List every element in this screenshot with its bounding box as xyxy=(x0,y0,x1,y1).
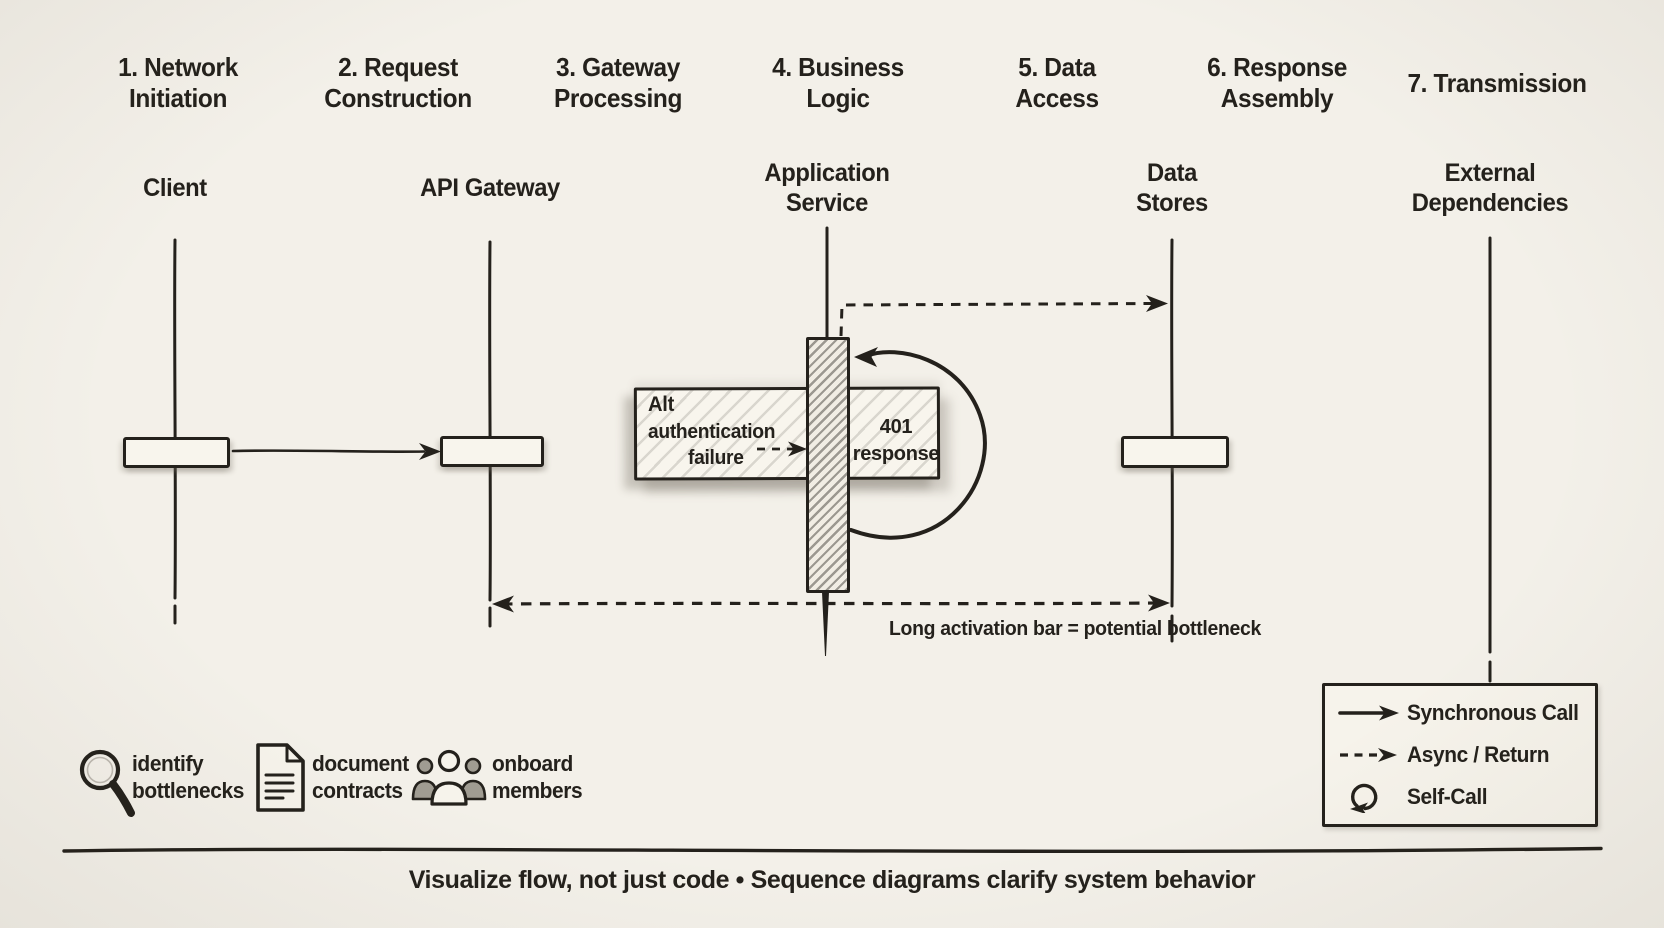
participant-label-external-dependencies: External Dependencies xyxy=(1381,152,1600,224)
legend-row-async: Async / Return xyxy=(1337,735,1587,775)
alt-response-line1: 401 xyxy=(879,416,913,438)
participant-api-gateway-line1: API Gateway xyxy=(420,174,560,202)
bottleneck-note: Long activation bar = potential bottlene… xyxy=(888,618,1262,640)
action-onboard-line1: onboard xyxy=(492,751,573,776)
legend-box: Synchronous Call Async / Return Self-Cal… xyxy=(1322,683,1598,827)
phase-5-line1: 5. Data xyxy=(1018,52,1096,82)
participant-external-dependencies-line2: Dependencies xyxy=(1411,189,1569,217)
participant-data-stores-line1: Data xyxy=(1147,159,1197,187)
api-gateway-activation-bar xyxy=(440,436,544,467)
phase-6-line1: 6. Response xyxy=(1207,52,1347,82)
alt-condition-line2: failure xyxy=(688,447,744,469)
sync-call-arrow-line xyxy=(231,449,426,454)
phase-header-7: 7. Transmission xyxy=(1389,50,1605,116)
action-label-identify-bottlenecks: identify bottlenecks xyxy=(132,750,244,804)
return-span-arrow-line xyxy=(501,601,1161,606)
action-identify-line2: bottlenecks xyxy=(132,778,244,803)
phase-2-line2: Construction xyxy=(324,83,472,113)
phase-7-line1: 7. Transmission xyxy=(1407,67,1587,98)
footer-caption: Visualize flow, not just code • Sequence… xyxy=(408,866,1256,894)
alt-response-label: 401 response xyxy=(850,414,942,468)
participant-label-application-service: Application Service xyxy=(718,152,937,224)
people-icon xyxy=(410,747,490,814)
async-call-arrow-line xyxy=(839,302,1155,337)
return-span-arrowhead-right xyxy=(1148,594,1170,612)
participant-application-service-line2: Service xyxy=(786,189,868,217)
alt-response-line2: response xyxy=(852,443,940,465)
participant-application-service-line1: Application xyxy=(764,159,890,187)
participant-label-api-gateway: API Gateway xyxy=(381,152,600,224)
phase-3-line2: Processing xyxy=(553,83,682,113)
async-call-arrowhead xyxy=(1146,295,1168,312)
participant-label-data-stores: Data Stores xyxy=(1063,152,1282,224)
phase-6-line2: Assembly xyxy=(1220,83,1334,113)
participant-client-line1: Client xyxy=(143,174,207,202)
participant-external-dependencies-line1: External xyxy=(1444,159,1536,187)
data-stores-activation-bar xyxy=(1121,436,1229,468)
lifeline-application-service-taper-tick xyxy=(822,592,829,656)
action-identify-line1: identify xyxy=(132,751,204,776)
phase-header-4: 4. Business Logic xyxy=(730,50,946,116)
phase-1-line1: 1. Network xyxy=(118,52,238,82)
action-document-line1: document xyxy=(312,751,409,776)
action-onboard-line2: members xyxy=(492,778,583,803)
phase-4-line2: Logic xyxy=(806,83,870,113)
action-label-document-contracts: document contracts xyxy=(312,750,409,804)
self-call-arrowhead xyxy=(854,347,878,367)
sync-call-arrowhead xyxy=(419,443,441,460)
solid-arrow-icon xyxy=(1337,697,1407,729)
legend-row-synchronous: Synchronous Call xyxy=(1337,693,1587,733)
dashed-arrow-icon xyxy=(1337,739,1407,771)
phase-header-5: 5. Data Access xyxy=(949,50,1165,116)
legend-row-self-call: Self-Call xyxy=(1337,777,1587,817)
action-document-line2: contracts xyxy=(312,778,403,803)
return-span-arrowhead-left xyxy=(492,595,514,613)
client-activation-bar xyxy=(123,437,230,468)
alt-frame-title: Alt xyxy=(648,393,675,416)
legend-label-async: Async / Return xyxy=(1407,742,1550,767)
phase-3-line1: 3. Gateway xyxy=(556,52,680,82)
phase-header-6: 6. Response Assembly xyxy=(1169,50,1385,116)
participant-data-stores-line2: Stores xyxy=(1136,189,1208,217)
phase-1-line2: Initiation xyxy=(128,83,228,113)
legend-label-self-call: Self-Call xyxy=(1407,784,1488,809)
lifeline-client xyxy=(173,238,177,600)
lifeline-api-gateway xyxy=(488,240,492,602)
phase-5-line2: Access xyxy=(1015,83,1099,113)
phase-2-line1: 2. Request xyxy=(338,52,458,82)
alt-condition-line1: authentication xyxy=(648,421,776,443)
phase-4-line1: 4. Business xyxy=(772,52,904,82)
participant-label-client: Client xyxy=(66,152,285,224)
document-icon xyxy=(252,742,310,819)
footer-rule xyxy=(62,846,1603,854)
self-call-loop-icon xyxy=(1337,781,1407,814)
lifeline-data-stores xyxy=(1170,238,1174,608)
phase-header-2: 2. Request Construction xyxy=(290,50,506,116)
lifeline-external-dependencies xyxy=(1488,236,1492,654)
legend-label-synchronous: Synchronous Call xyxy=(1407,700,1579,725)
phase-header-3: 3. Gateway Processing xyxy=(510,50,726,116)
phase-header-1: 1. Network Initiation xyxy=(70,50,286,116)
application-service-long-activation-bar xyxy=(806,337,850,593)
action-label-onboard-members: onboard members xyxy=(492,750,583,804)
